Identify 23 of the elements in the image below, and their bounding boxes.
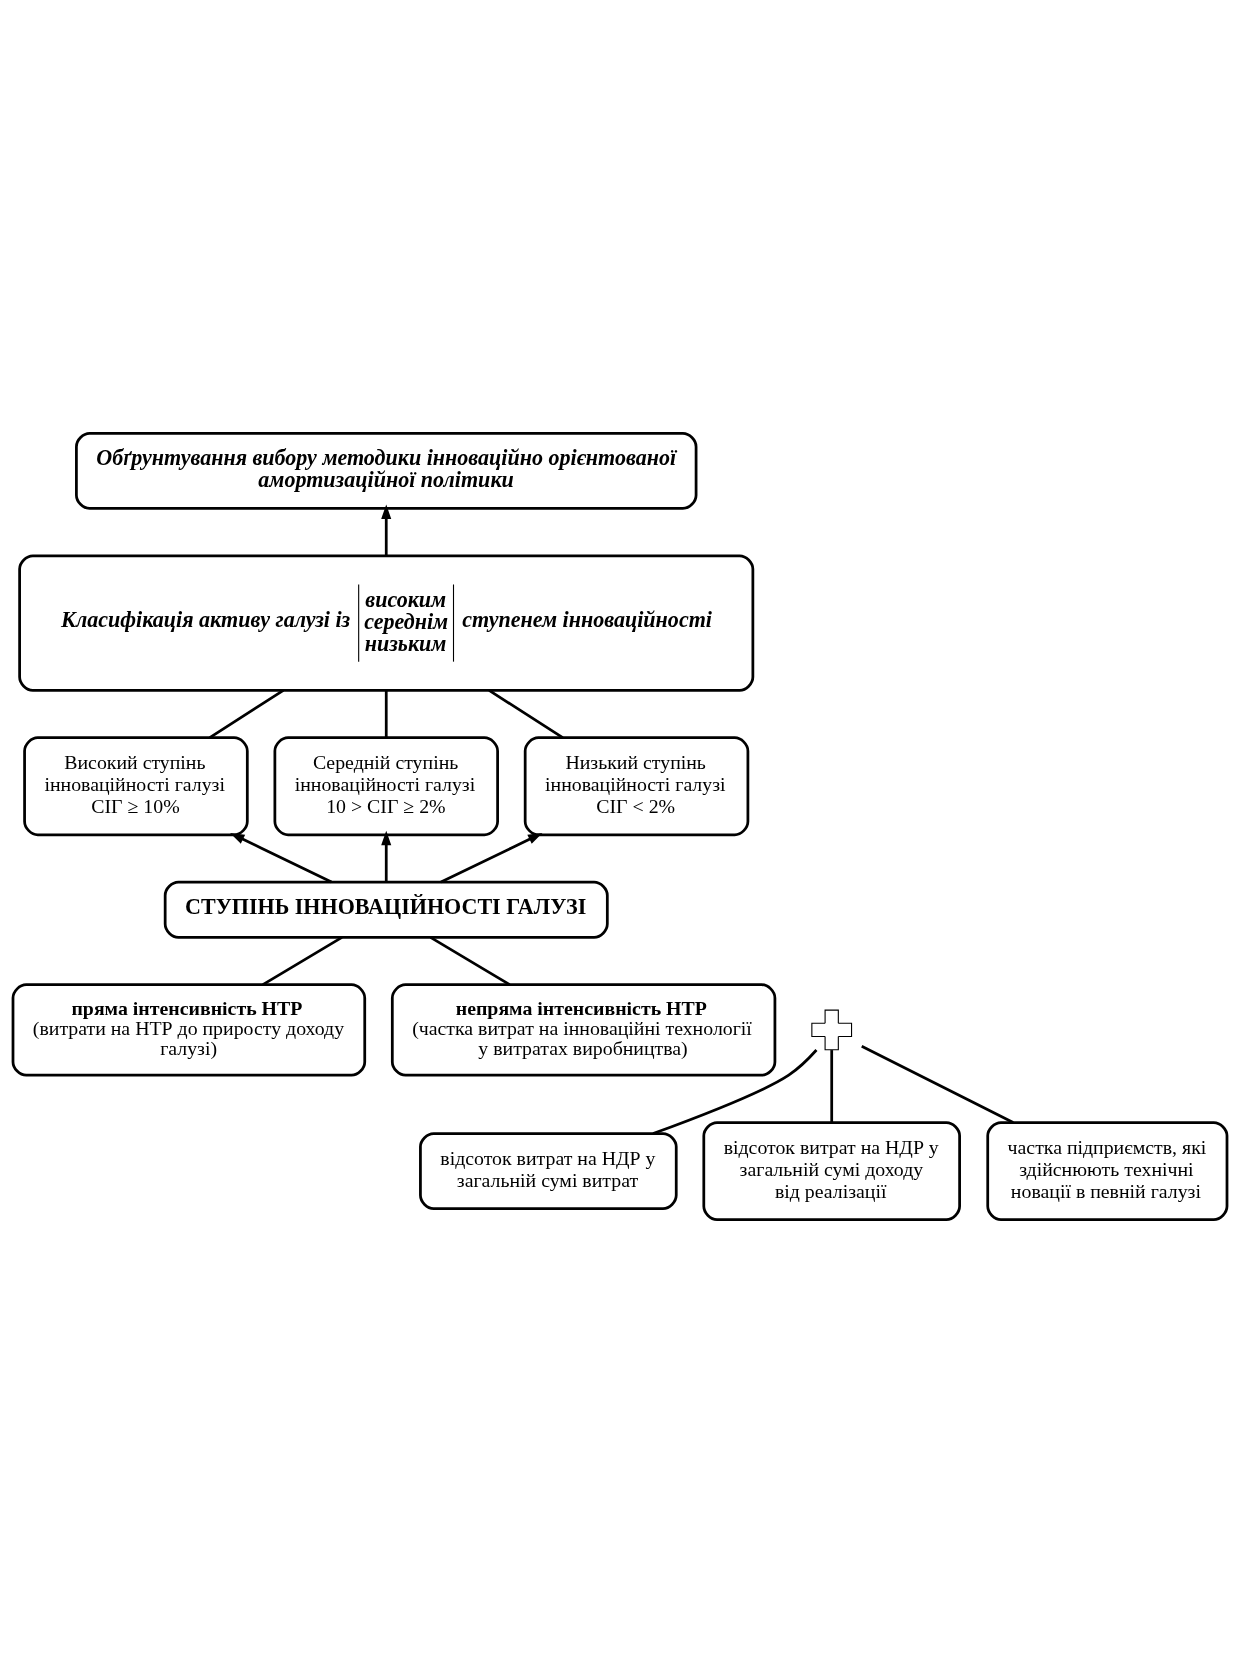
arrow (440, 832, 543, 884)
node-box: Класифікація активу галузі із високим середнім низьким ступенем інноваційності (18, 554, 755, 692)
node-box: Обґрунтування вибору методики інноваційно орієнтованої амортизаційної політики (75, 432, 698, 510)
node-box: пряма інтенсивність НТР (витрати на НТР до приросту доходу галузі) (11, 983, 367, 1077)
connector (262, 936, 343, 986)
connector (830, 1050, 834, 1123)
arrow (381, 830, 392, 883)
connector (652, 1049, 818, 1135)
node-box: СТУПІНЬ ІННОВАЦІЙНОСТІ ГАЛУЗІ (163, 880, 609, 939)
connector (384, 690, 388, 738)
arrow (381, 504, 392, 556)
node-box: Низький ступінь інноваційності галузі СІГ < 2% (523, 736, 750, 837)
connector (488, 689, 564, 739)
node-box: відсоток витрат на НДР у загальній сумі витрат (419, 1132, 678, 1210)
node-box: Високий ступінь інноваційності галузі СІГ ≥ 10% (23, 736, 249, 837)
arrow (230, 832, 333, 884)
node-box: непряма інтенсивність НТР (частка витрат на інноваційні технології у витратах виробництва) (390, 983, 777, 1077)
connector (861, 1044, 1014, 1124)
node-box: відсоток витрат на НДР у загальній сумі доходу від реалізації (702, 1121, 961, 1221)
node-box: Середній ступінь інноваційності галузі 10 > СІГ ≥ 2% (273, 736, 499, 837)
connector (209, 689, 285, 739)
connector (429, 936, 511, 986)
node-box: частка підприємств, які здійснюють технічні новації в певній галузі (986, 1121, 1229, 1221)
